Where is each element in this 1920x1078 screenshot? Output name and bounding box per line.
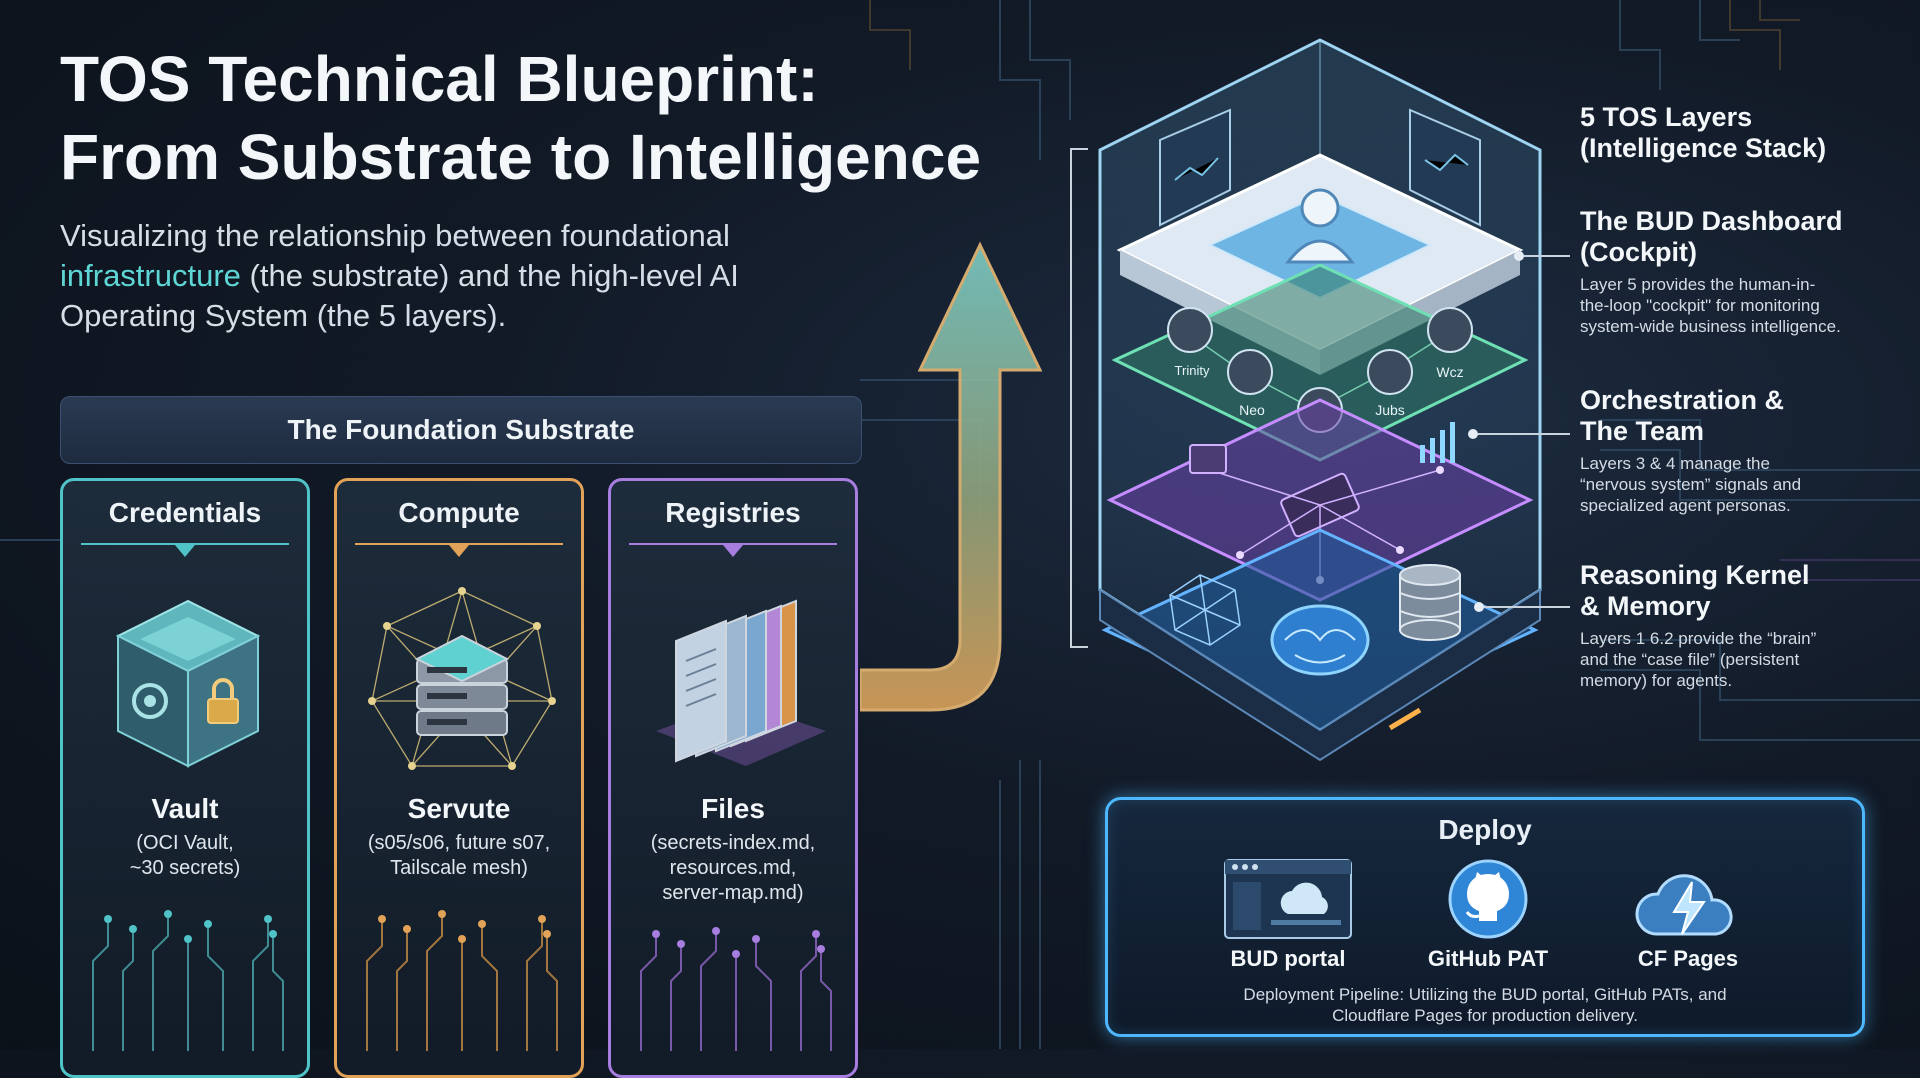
persona-label: Trinity: [1175, 363, 1210, 378]
column-divider: [81, 543, 289, 545]
annotation-title: Orchestration & The Team: [1580, 385, 1910, 447]
annotation-description: Layer 5 provides the human-in- the-loop …: [1580, 274, 1910, 337]
github-icon: [1448, 859, 1528, 939]
circuit-traces: [92, 910, 284, 1051]
desc-line: memory) for agents.: [1580, 671, 1733, 690]
compute-column: Compute Servute (s05/s06, future s07, Ta…: [334, 478, 584, 1078]
column-heading: Registries: [665, 497, 801, 528]
persona-label: Neo: [1239, 402, 1265, 418]
tool-label: BUD portal: [1230, 946, 1346, 971]
annotation-dot: [1468, 429, 1478, 439]
subtitle-highlight: infrastructure: [60, 258, 241, 293]
page-title: TOS Technical Blueprint: From Substrate …: [60, 40, 981, 196]
desc-line: specialized agent personas.: [1580, 496, 1791, 515]
title-line: (Cockpit): [1580, 237, 1697, 267]
registries-column: Registries Files (secrets-index.md, reso…: [608, 478, 858, 1078]
column-pointer: [449, 545, 469, 557]
tool-bud-portal: BUD portal: [1188, 858, 1388, 972]
title-line: Reasoning Kernel: [1580, 560, 1810, 590]
annotation-leader-line: [1478, 433, 1570, 435]
bud-portal-icon: [1224, 859, 1352, 939]
annotation-bud-dashboard: The BUD Dashboard (Cockpit) Layer 5 prov…: [1580, 206, 1910, 337]
subtitle-text-2: (the substrate) and the high-level AI Op…: [60, 258, 739, 333]
annotation-description: Layers 1 6.2 provide the “brain” and the…: [1580, 628, 1910, 691]
page-subtitle: Visualizing the relationship between fou…: [60, 216, 800, 336]
detail-line: (OCI Vault,: [136, 832, 234, 854]
desc-line: system-wide business intelligence.: [1580, 317, 1841, 336]
desc-line: Layers 3 & 4 manage the: [1580, 454, 1770, 473]
annotation-orchestration: Orchestration & The Team Layers 3 & 4 ma…: [1580, 385, 1910, 516]
desc-line: Layers 1 6.2 provide the “brain”: [1580, 629, 1817, 648]
detail-line: (secrets-index.md,: [650, 832, 816, 854]
intelligence-stack-illustration: Trinity Neo Jubs Wcz: [1098, 38, 1542, 762]
annotation-leader-line: [1524, 255, 1570, 257]
detail-line: ~30 secrets): [129, 857, 241, 879]
annotation-leader-line: [1484, 606, 1570, 608]
vault-safe-icon: [115, 599, 261, 768]
tool-label: CF Pages: [1637, 946, 1739, 971]
column-item-name: Vault: [151, 793, 219, 824]
stack-heading: 5 TOS Layers (Intelligence Stack): [1580, 102, 1826, 164]
annotation-description: Layers 3 & 4 manage the “nervous system”…: [1580, 453, 1910, 516]
annotation-dot: [1474, 602, 1484, 612]
annotation-reasoning-kernel: Reasoning Kernel & Memory Layers 1 6.2 p…: [1580, 560, 1910, 691]
column-divider: [355, 543, 563, 545]
tool-cf-pages: CF Pages: [1588, 858, 1788, 972]
circuit-traces: [366, 910, 558, 1051]
title-line: & Memory: [1580, 591, 1711, 621]
cockpit-user-icon: [1300, 188, 1340, 228]
column-heading: Credentials: [108, 497, 262, 528]
column-divider: [629, 543, 837, 545]
persona-label: Wcz: [1436, 364, 1463, 380]
column-item-detail: (OCI Vault, ~30 secrets): [71, 831, 299, 881]
title-line: Orchestration &: [1580, 385, 1785, 415]
title-line: The BUD Dashboard: [1580, 206, 1843, 236]
detail-line: (s05/s06, future s07,: [367, 832, 551, 854]
detail-line: server-map.md): [662, 882, 804, 904]
caption-line: Deployment Pipeline: Utilizing the BUD p…: [1243, 985, 1727, 1004]
subtitle-text-1: Visualizing the relationship between fou…: [60, 218, 730, 253]
caption-line: Cloudflare Pages for production delivery…: [1332, 1006, 1638, 1025]
annotation-dot: [1514, 251, 1524, 261]
desc-line: and the “case file” (persistent: [1580, 650, 1800, 669]
title-line: The Team: [1580, 416, 1705, 446]
credentials-column: Credentials Vault (OCI Vault, ~30 secret…: [60, 478, 310, 1078]
tool-label: GitHub PAT: [1427, 946, 1549, 971]
deploy-panel: Deploy BUD portal GitHub PAT CF Pages De…: [1105, 797, 1865, 1037]
column-pointer: [175, 545, 195, 557]
persona-label: Jubs: [1375, 402, 1405, 418]
title-line-2: From Substrate to Intelligence: [60, 121, 982, 193]
database-icon: [1399, 564, 1461, 641]
column-pointer: [723, 545, 743, 557]
upward-flow-arrow: [860, 241, 1043, 712]
desc-line: “nervous system” signals and: [1580, 475, 1802, 494]
column-item-name: Files: [701, 793, 765, 824]
column-heading: Compute: [398, 497, 520, 528]
cloudflare-pages-icon: [1635, 874, 1733, 936]
files-folder-icon: [656, 599, 826, 766]
column-item-detail: (secrets-index.md, resources.md, server-…: [619, 831, 847, 906]
stack-heading-line-2: (Intelligence Stack): [1580, 133, 1827, 163]
detail-line: Tailscale mesh): [390, 857, 528, 879]
annotation-title: The BUD Dashboard (Cockpit): [1580, 206, 1910, 268]
stack-left-bracket: [1070, 148, 1088, 648]
deploy-title: Deploy: [1438, 814, 1532, 845]
tool-github-pat: GitHub PAT: [1388, 858, 1588, 972]
desc-line: the-loop "cockpit" for monitoring: [1580, 296, 1820, 315]
circuit-traces: [640, 927, 832, 1051]
stack-heading-line-1: 5 TOS Layers: [1580, 102, 1753, 132]
desc-line: Layer 5 provides the human-in-: [1580, 275, 1816, 294]
detail-line: resources.md,: [669, 857, 797, 879]
deploy-caption: Deployment Pipeline: Utilizing the BUD p…: [1128, 984, 1842, 1026]
column-item-name: Servute: [407, 793, 511, 824]
annotation-title: Reasoning Kernel & Memory: [1580, 560, 1910, 622]
foundation-substrate-banner: The Foundation Substrate: [60, 396, 862, 464]
title-line-1: TOS Technical Blueprint:: [60, 43, 819, 115]
column-item-detail: (s05/s06, future s07, Tailscale mesh): [345, 831, 573, 881]
server-mesh-icon: [368, 587, 556, 770]
